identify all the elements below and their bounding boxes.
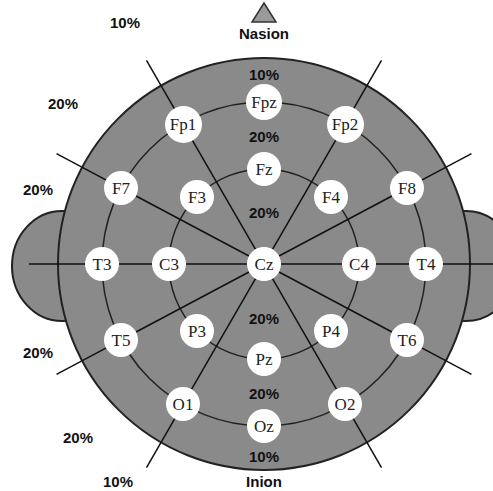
landmark-label: Nasion	[239, 26, 289, 41]
electrode-label: C3	[159, 256, 179, 273]
electrode-label: O1	[173, 396, 194, 413]
spoke-connector	[376, 264, 409, 265]
electrode-label: T3	[93, 256, 112, 273]
spoke-line	[119, 263, 152, 265]
electrode-label: T5	[112, 332, 131, 349]
electrode-label: Pz	[256, 351, 273, 368]
electrode-site: C3	[152, 247, 186, 281]
electrode-label: F8	[398, 180, 416, 197]
percent-label: 20%	[249, 311, 279, 326]
percent-label: 10%	[249, 67, 279, 82]
electrode-label: Cz	[255, 256, 274, 273]
electrode-label: T4	[417, 256, 436, 273]
electrode-label: F7	[112, 180, 130, 197]
percent-label: 10%	[249, 449, 279, 464]
electrode-site: C4	[342, 247, 376, 281]
percent-label: 10%	[110, 15, 140, 30]
electrode-site: Fp2	[327, 106, 364, 143]
electrode-label: T6	[398, 332, 417, 349]
electrode-label: Oz	[254, 418, 274, 435]
electrode-site: Cz	[247, 247, 281, 281]
electrode-site: Fz	[247, 152, 281, 186]
electrode-label: P4	[322, 323, 340, 340]
electrode-site: O1	[166, 387, 200, 421]
percent-label: 20%	[23, 345, 53, 360]
nose-triangle	[252, 3, 276, 22]
electrode-label: P3	[188, 323, 206, 340]
percent-label: 20%	[63, 430, 93, 445]
percent-label: 20%	[23, 182, 53, 197]
electrode-site: F7	[104, 171, 138, 205]
percent-label: 10%	[103, 474, 133, 489]
percent-label: 20%	[249, 386, 279, 401]
electrode-site: F4	[314, 180, 348, 214]
electrode-site: T4	[409, 247, 443, 281]
electrode-label: F3	[188, 189, 206, 206]
electrode-site: T5	[104, 323, 138, 357]
electrode-site: T3	[85, 247, 119, 281]
electrode-label: Fp2	[332, 116, 358, 133]
electrode-label: Fpz	[251, 94, 277, 111]
spoke-connector	[186, 264, 247, 265]
percent-label: 20%	[48, 96, 78, 111]
percent-label: 20%	[249, 205, 279, 220]
electrode-site: Fpz	[246, 84, 282, 120]
electrode-site: P3	[180, 314, 214, 348]
inner-ring	[169, 169, 359, 359]
electrode-label: O2	[335, 396, 356, 413]
electrode-label: F4	[322, 189, 340, 206]
head-outline	[58, 58, 470, 470]
electrode-site: Pz	[247, 342, 281, 376]
spoke-line	[186, 263, 247, 265]
electrode-site: T6	[390, 323, 424, 357]
electrode-label: C4	[349, 256, 369, 273]
electrode-site: Oz	[247, 409, 281, 443]
spoke-connector	[119, 264, 152, 265]
electrode-site: O2	[328, 387, 362, 421]
spoke-connector	[281, 264, 342, 265]
electrode-label: Fp1	[170, 116, 196, 133]
electrode-label: Fz	[256, 161, 273, 178]
percent-label: 20%	[249, 129, 279, 144]
spoke-line	[281, 263, 342, 265]
landmark-label: Inion	[246, 474, 282, 489]
spoke-extensions	[29, 60, 493, 467]
outer-ring	[102, 102, 426, 426]
electrode-site: Fp1	[165, 106, 202, 143]
spoke-line	[376, 263, 409, 265]
electrode-site: F8	[390, 171, 424, 205]
electrode-site: F3	[180, 180, 214, 214]
electrode-site: P4	[314, 314, 348, 348]
